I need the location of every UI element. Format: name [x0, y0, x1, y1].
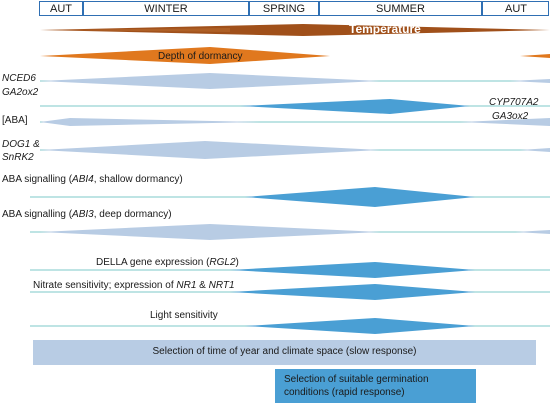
- dormancy-wedge: [40, 47, 330, 64]
- label-ga2ox2: GA2ox2: [2, 87, 39, 98]
- temperature-wedge-light: [40, 28, 230, 32]
- label-nced6: NCED6: [2, 73, 36, 84]
- season-spring: SPRING: [262, 3, 306, 15]
- season-autumn-start: AUT: [50, 3, 72, 15]
- abi4-wedge: [245, 187, 475, 207]
- temperature-wedge: [40, 24, 550, 36]
- label-snrk2: SnRK2: [2, 152, 34, 163]
- season-autumn-end: AUT: [505, 3, 527, 15]
- della-wedge: [230, 262, 475, 278]
- nced6-wedge: [40, 73, 380, 89]
- label-della: DELLA gene expression (RGL2): [96, 257, 239, 268]
- rapid-response-box: [275, 369, 476, 403]
- dog1-wedge: [40, 141, 380, 159]
- season-divider: [248, 1, 250, 16]
- abi3-tail: [515, 230, 550, 234]
- label-nitrate: Nitrate sensitivity; expression of NR1 &…: [33, 280, 235, 291]
- aba-wedge: [40, 118, 260, 126]
- season-divider: [82, 1, 84, 16]
- dormancy-tail: [520, 54, 550, 58]
- label-aba-signalling-abi4: ABA signalling (ABI4, shallow dormancy): [2, 174, 183, 185]
- season-summer: SUMMER: [376, 3, 425, 15]
- temperature-label: Temperature: [349, 22, 421, 36]
- rapid-response-label: Selection of suitable germination condit…: [284, 373, 429, 399]
- nitrate-wedge: [230, 284, 475, 300]
- label-ga3ox2: GA3ox2: [492, 111, 529, 122]
- rapid-response-line2: conditions (rapid response): [284, 387, 405, 398]
- season-winter: WINTER: [144, 3, 188, 15]
- nced6-tail: [510, 79, 550, 83]
- label-aba-signalling-abi3: ABA signalling (ABI3, deep dormancy): [2, 209, 172, 220]
- label-dog1: DOG1 &: [2, 139, 40, 150]
- rapid-response-line1: Selection of suitable germination: [284, 374, 429, 385]
- season-header: [39, 1, 549, 16]
- abi3-wedge: [40, 224, 380, 240]
- light-wedge: [245, 318, 475, 334]
- season-divider: [318, 1, 320, 16]
- label-cyp707a2: CYP707A2: [489, 97, 539, 108]
- slow-response-label: Selection of time of year and climate sp…: [152, 346, 417, 357]
- dormancy-label: Depth of dormancy: [158, 51, 243, 62]
- season-divider: [481, 1, 483, 16]
- dog1-tail: [520, 148, 550, 152]
- aba-tail: [460, 118, 550, 126]
- label-aba: [ABA]: [2, 115, 28, 126]
- cyp-wedge: [240, 99, 470, 114]
- slow-response-box: [33, 340, 536, 365]
- label-light: Light sensitivity: [150, 310, 218, 321]
